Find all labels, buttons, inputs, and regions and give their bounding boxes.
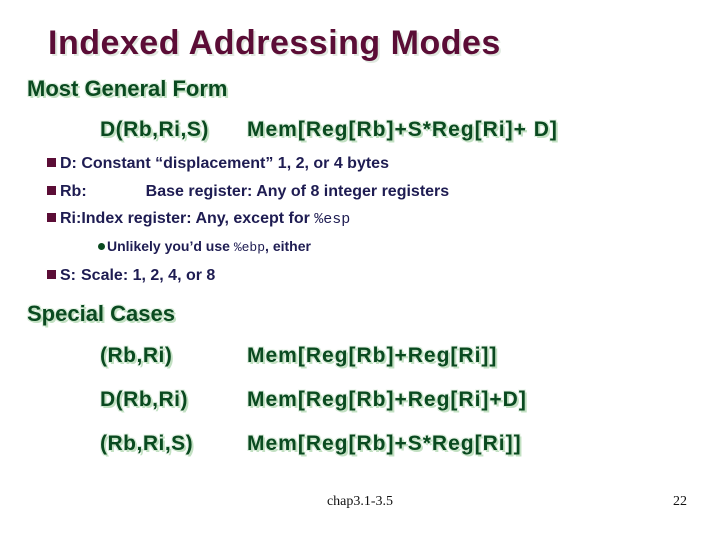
register-ebp-code: %ebp: [233, 240, 266, 255]
bullet-scale: S: Scale: 1, 2, 4, or 8: [47, 266, 215, 286]
case-notation: D(Rb,Ri): [100, 388, 188, 411]
square-bullet-icon: [47, 158, 56, 167]
formula-notation: D(Rb,Ri,S): [100, 118, 209, 141]
subbullet-ebp-note: Unlikely you’d use %ebp, either: [98, 237, 311, 257]
heading-special-cases: Special Cases: [27, 301, 175, 326]
round-bullet-icon: [98, 243, 105, 250]
bullet-index-register-text: Ri:Index register: Any, except for: [60, 210, 315, 227]
footer-page-number: 22: [673, 494, 687, 509]
slide-title: Indexed Addressing Modes: [48, 24, 501, 62]
square-bullet-icon: [47, 186, 56, 195]
case-meaning: Mem[Reg[Rb]+Reg[Ri]+D]: [247, 388, 527, 411]
case-notation: (Rb,Ri): [100, 344, 173, 367]
heading-most-general-form: Most General Form: [27, 76, 228, 101]
special-case-row: (Rb,Ri) Mem[Reg[Rb]+Reg[Ri]]: [0, 344, 720, 370]
bullet-base-register-text: Base register: Any of 8 integer register…: [145, 183, 450, 200]
special-case-row: D(Rb,Ri) Mem[Reg[Rb]+Reg[Ri]+D]: [0, 388, 720, 414]
case-meaning: Mem[Reg[Rb]+S*Reg[Ri]]: [247, 432, 522, 455]
subbullet-note-post: , either: [265, 238, 311, 254]
special-case-row: (Rb,Ri,S) Mem[Reg[Rb]+S*Reg[Ri]]: [0, 432, 720, 458]
general-formula-row: D(Rb,Ri,S) Mem[Reg[Rb]+S*Reg[Ri]+ D]: [0, 118, 720, 144]
bullet-scale-label: S:: [60, 267, 76, 284]
footer-chapter-reference: chap3.1-3.5: [326, 494, 394, 509]
case-notation: (Rb,Ri,S): [100, 432, 194, 455]
bullet-base-register: Rb: Base register: Any of 8 integer regis…: [47, 182, 449, 202]
case-meaning: Mem[Reg[Rb]+Reg[Ri]]: [247, 344, 498, 367]
subbullet-note-pre: Unlikely you’d use: [107, 238, 234, 254]
square-bullet-icon: [47, 270, 56, 279]
bullet-scale-text: Scale: 1, 2, 4, or 8: [81, 267, 216, 284]
formula-meaning: Mem[Reg[Rb]+S*Reg[Ri]+ D]: [247, 118, 558, 141]
bullet-displacement-text: D: Constant “displacement” 1, 2, or 4 by…: [60, 155, 389, 172]
bullet-displacement: D: Constant “displacement” 1, 2, or 4 by…: [47, 154, 389, 174]
bullet-index-register: Ri:Index register: Any, except for %esp: [47, 209, 350, 230]
register-esp-code: %esp: [314, 211, 351, 228]
square-bullet-icon: [47, 213, 56, 222]
bullet-base-register-label: Rb:: [60, 183, 87, 200]
